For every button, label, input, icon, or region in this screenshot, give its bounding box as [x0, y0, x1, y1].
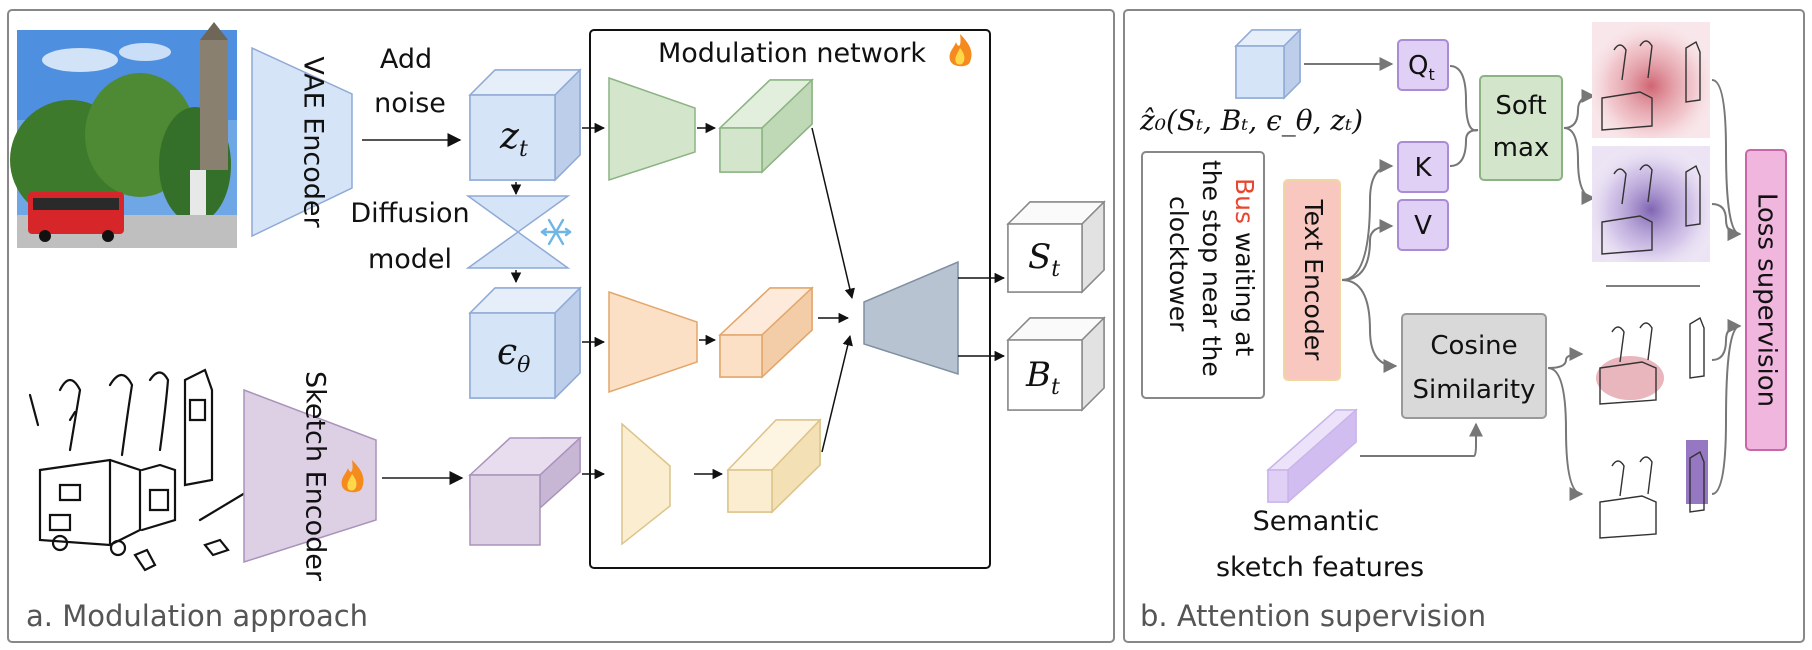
softmax-label-2: max	[1493, 133, 1550, 163]
attention-map-bus	[1592, 22, 1710, 138]
softmax-box	[1479, 75, 1563, 181]
prompt-line-3: clocktower	[1164, 196, 1193, 332]
prompt-box	[1141, 151, 1265, 399]
input-sketch	[28, 368, 252, 572]
prompt-line-1: Bus waiting at	[1230, 178, 1259, 356]
value-box	[1397, 199, 1449, 251]
value-label: V	[1414, 211, 1432, 241]
vae-encoder-block	[251, 46, 353, 238]
loss-supervision-box	[1745, 149, 1787, 451]
green-encoder	[608, 76, 696, 182]
zt-cube	[468, 68, 582, 182]
bt-label: Bt	[1025, 355, 1060, 400]
input-photo	[10, 22, 237, 248]
cosine-similarity-box	[1401, 313, 1547, 419]
z0-cube	[1234, 28, 1302, 100]
softmax-label-1: Soft	[1495, 91, 1546, 121]
attention-map-clocktower	[1592, 146, 1710, 262]
similarity-map-bus	[1588, 304, 1712, 416]
yellow-feature-block	[726, 418, 822, 514]
diffusion-bottom	[465, 231, 571, 269]
diffusion-label-2: model	[368, 244, 452, 275]
sketch-encoder-block	[243, 388, 377, 564]
add-noise-label-2: noise	[374, 88, 446, 119]
decoder-block	[863, 260, 959, 376]
zt-label: zt	[499, 116, 528, 162]
semantic-label-1: Semantic	[1253, 506, 1380, 537]
st-cube	[1006, 200, 1106, 294]
orange-encoder	[608, 290, 698, 394]
text-encoder-box	[1283, 179, 1341, 381]
diffusion-label-1: Diffusion	[350, 198, 469, 229]
panel-a-caption: a. Modulation approach	[26, 599, 368, 633]
z0-expression: ẑ₀(Sₜ, Bₜ, ϵ_θ, zₜ)	[1139, 104, 1363, 137]
key-label: K	[1414, 153, 1432, 183]
bt-cube	[1006, 316, 1106, 412]
modulation-network-title: Modulation network	[658, 38, 926, 69]
query-box	[1397, 39, 1449, 91]
yellow-encoder	[621, 422, 671, 546]
sketch-feature-block	[468, 436, 582, 546]
snowflake-icon	[540, 218, 572, 246]
vae-encoder-label: VAE Encoder	[298, 56, 329, 228]
cosine-label-2: Similarity	[1413, 375, 1536, 405]
prompt-line-2: the stop near the	[1197, 160, 1226, 377]
fire-icon	[949, 34, 972, 67]
similarity-map-clocktower	[1588, 438, 1712, 550]
eps-theta-cube	[468, 286, 582, 400]
add-noise-label-1: Add	[380, 44, 432, 75]
semantic-label-2: sketch features	[1216, 552, 1424, 583]
green-feature-block	[718, 78, 814, 174]
cosine-label-1: Cosine	[1430, 331, 1517, 361]
diffusion-top	[465, 195, 571, 233]
orange-feature-block	[718, 286, 814, 379]
key-box	[1397, 141, 1449, 193]
eps-theta-label: ϵθ	[497, 332, 530, 378]
sketch-encoder-label: Sketch Encoder	[300, 371, 331, 582]
loss-supervision-label: Loss supervision	[1752, 193, 1782, 407]
text-encoder-label: Text Encoder	[1299, 199, 1328, 361]
st-label: St	[1028, 237, 1060, 282]
semantic-feature-block	[1266, 408, 1358, 504]
panel-b-caption: b. Attention supervision	[1140, 599, 1486, 633]
query-label: Qt	[1408, 51, 1435, 84]
fire-icon	[341, 460, 364, 493]
